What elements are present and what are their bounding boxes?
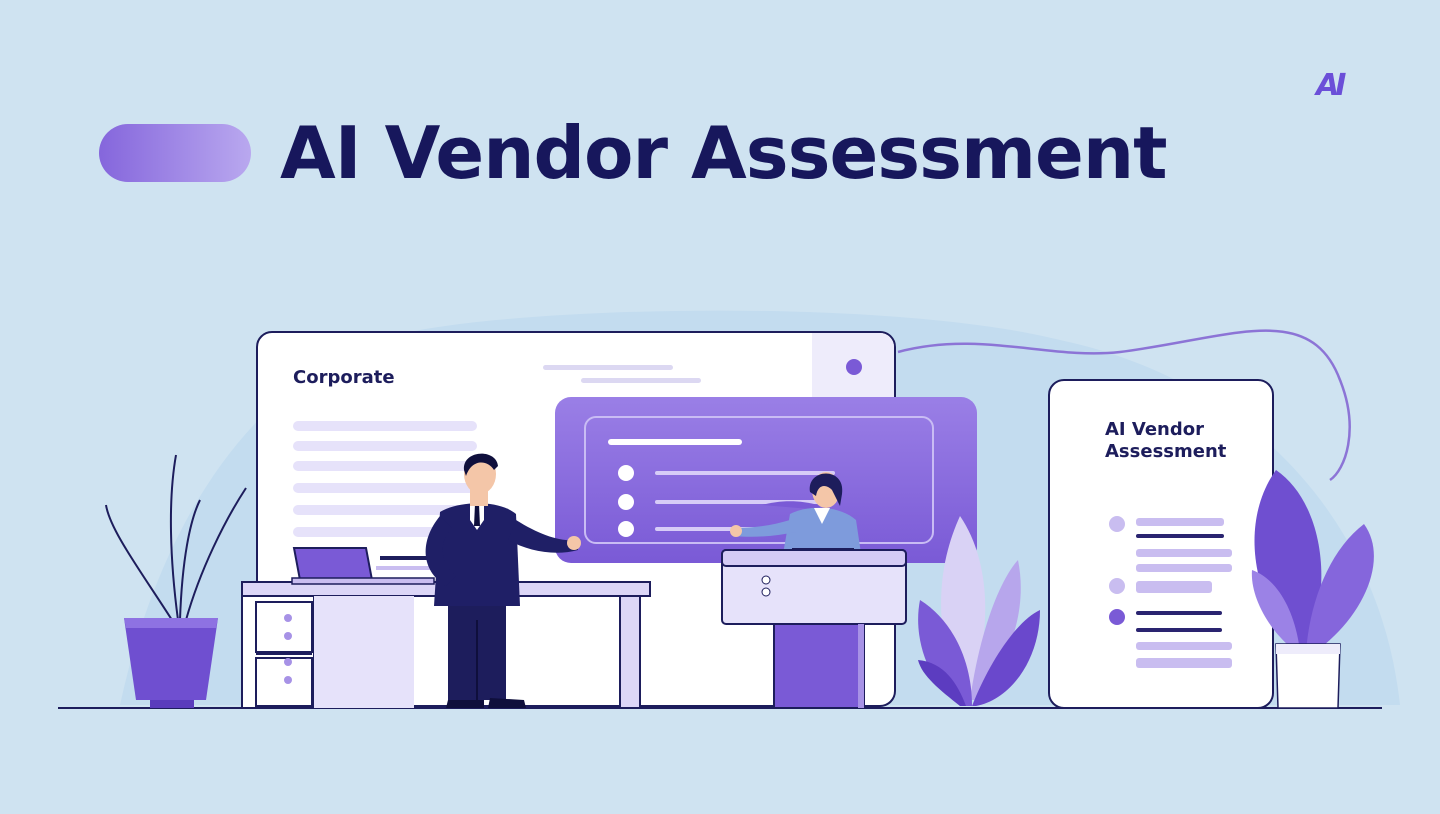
- document-title-line: Assessment: [1105, 441, 1227, 462]
- connector-curve: [897, 329, 1351, 482]
- document-title-line: AI Vendor: [1105, 419, 1204, 440]
- doc-bullet-icon: [1109, 578, 1125, 594]
- person-icon: [425, 453, 581, 708]
- bullet-icon: [618, 465, 634, 481]
- doc-line: [1136, 611, 1222, 615]
- doc-bullet-icon: [1109, 609, 1125, 625]
- header-line: [543, 365, 673, 370]
- text-line: [293, 483, 477, 493]
- panel-list: [608, 439, 835, 537]
- window-dot-icon: [846, 359, 862, 375]
- doc-line: [1136, 534, 1224, 538]
- doc-line: [1136, 658, 1232, 668]
- plant-icon: [105, 454, 247, 708]
- laptop-icon: [291, 547, 435, 585]
- accent-pill: [99, 124, 251, 182]
- leaf-icon: [918, 516, 1040, 706]
- podium-icon: [721, 472, 907, 709]
- doc-line: [1136, 518, 1224, 526]
- bullet-icon: [618, 521, 634, 537]
- document-title: AI Vendor Assessment: [1105, 419, 1226, 463]
- doc-line: [1136, 564, 1232, 572]
- doc-line: [1136, 581, 1212, 593]
- doc-line: [1136, 642, 1232, 650]
- text-line: [293, 505, 477, 515]
- list-line: [655, 471, 835, 475]
- text-line: [293, 421, 477, 431]
- header-line: [581, 378, 701, 383]
- panel-heading-line: [608, 439, 742, 445]
- window-label: Corporate: [293, 367, 395, 388]
- document-list: [1109, 516, 1232, 668]
- doc-line: [1136, 628, 1222, 632]
- bullet-icon: [618, 494, 634, 510]
- brand-logo: AI: [1316, 68, 1346, 103]
- desk-icon: [241, 581, 651, 709]
- doc-line: [1136, 549, 1232, 557]
- doc-bullet-icon: [1109, 516, 1125, 532]
- plant-icon: [1251, 470, 1374, 709]
- text-line: [293, 441, 477, 451]
- assessment-document: AI Vendor Assessment: [1048, 379, 1274, 709]
- panel-inner-frame: [584, 416, 934, 544]
- page-title: AI Vendor Assessment: [280, 111, 1168, 195]
- text-line: [293, 461, 477, 471]
